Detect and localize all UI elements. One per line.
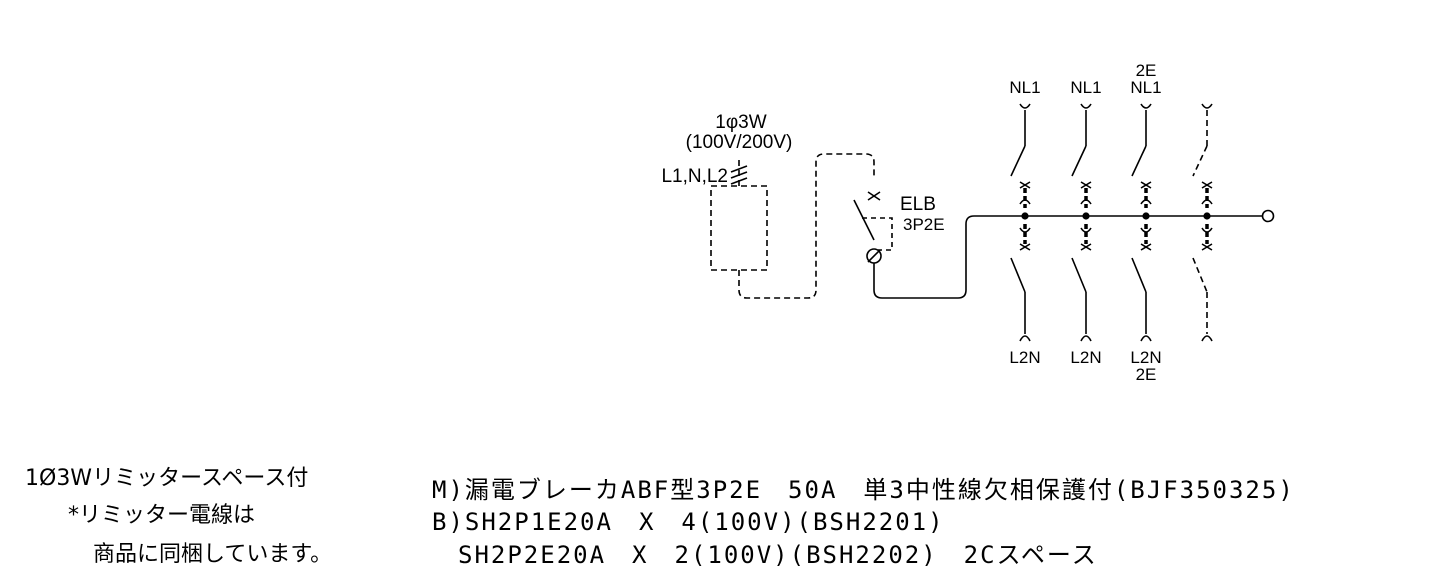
elb-type-label: ELB xyxy=(900,194,936,215)
note-line-2: *リミッター電線は xyxy=(68,503,256,528)
three-wire-hash-icon xyxy=(730,165,748,185)
elb-blade xyxy=(853,199,875,241)
elb-to-bus-wire xyxy=(873,215,1008,299)
supply-voltage-label: (100V/200V) xyxy=(686,132,793,153)
branch-breaker-3 xyxy=(1131,103,1152,342)
branch-cross-icon xyxy=(1201,181,1213,189)
limiter-wire xyxy=(738,153,875,299)
branch-cross-icon xyxy=(1080,181,1092,189)
branch-top-sub-label: 2E xyxy=(1136,61,1157,80)
bus-junction-dot xyxy=(1142,212,1150,220)
spec-branch-20a-2e: SH2P2E20A X 2(100V)(BSH2202) 2Cスペース xyxy=(432,541,1098,569)
branch-cross-icon xyxy=(1140,243,1152,251)
elb-trip-box xyxy=(862,217,893,251)
branch-top-label: NL1 xyxy=(1009,78,1040,97)
bus-terminal-icon xyxy=(1261,209,1275,223)
branch-top-label: NL1 xyxy=(1070,78,1101,97)
bus-junction-dot xyxy=(1082,212,1090,220)
branch-bottom-sub-label: 2E xyxy=(1136,365,1157,384)
branch-bottom-terminal-icon xyxy=(1019,335,1031,342)
supply-phase-label: 1φ3W xyxy=(715,112,766,133)
branch-top-label: NL1 xyxy=(1130,78,1161,97)
branch-cross-icon xyxy=(1019,243,1031,251)
branch-bottom-label: L2N xyxy=(1130,348,1161,367)
bus-junction-dot xyxy=(1021,212,1029,220)
supply-lines-label: L1,N,L2 xyxy=(661,166,728,187)
spec-main-breaker: M)漏電ブレーカABF型3P2E 50A 単3中性線欠相保護付(BJF35032… xyxy=(432,476,1295,504)
branch-bottom-terminal-icon xyxy=(1201,335,1213,342)
elb-poles-label: 3P2E xyxy=(903,215,945,234)
branch-cross-icon xyxy=(1140,181,1152,189)
branch-breaker-4 xyxy=(1192,103,1213,342)
branch-bottom-label: L2N xyxy=(1009,348,1040,367)
elb-cross-icon xyxy=(867,191,881,201)
branch-bottom-label: L2N xyxy=(1070,348,1101,367)
branch-cross-icon xyxy=(1080,243,1092,251)
branch-cross-icon xyxy=(1201,243,1213,251)
branch-top-terminal-icon xyxy=(1019,103,1031,109)
branch-bottom-terminal-icon xyxy=(1080,335,1092,342)
branch-top-terminal-icon xyxy=(1140,103,1152,109)
spec-branch-20a-1e: B)SH2P1E20A X 4(100V)(BSH2201) xyxy=(432,508,945,536)
note-line-3: 商品に同梱しています。 xyxy=(93,542,333,567)
branch-top-terminal-icon xyxy=(1201,103,1213,109)
branch-breaker-1 xyxy=(1010,103,1031,342)
branch-top-terminal-icon xyxy=(1080,103,1092,109)
note-line-1: 1Ø3Wリミッタースペース付 xyxy=(25,466,309,491)
bus-junction-dot xyxy=(1203,212,1211,220)
branch-breaker-2 xyxy=(1071,103,1092,342)
branch-cross-icon xyxy=(1019,181,1031,189)
limiter-space-box xyxy=(710,185,768,271)
branch-bottom-terminal-icon xyxy=(1140,335,1152,342)
